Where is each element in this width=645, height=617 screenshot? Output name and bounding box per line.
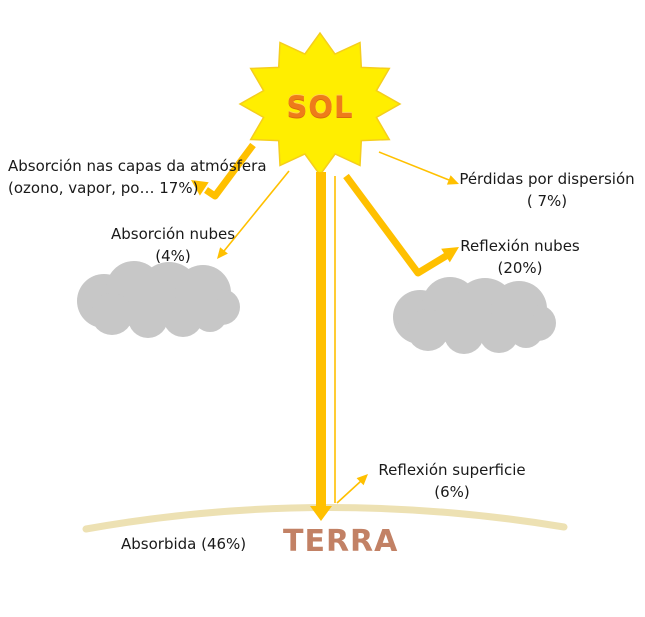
surface-reflection-label: Reflexión superficie (6%) (367, 459, 537, 503)
cloud-reflection-arrowhead (441, 247, 459, 263)
surface-reflection-line1: Reflexión superficie (378, 461, 526, 479)
atmosphere-absorption-line1: Absorción nas capas da atmósfera (8, 157, 267, 175)
atmosphere-absorption-line2: (ozono, vapor, po… 17%) (8, 179, 199, 197)
dispersion-arrowhead (446, 175, 459, 185)
cloud-reflection-arrow (343, 173, 448, 277)
cloud-absorption-arrow (223, 170, 290, 252)
surface-reflection-line2: (6%) (434, 483, 470, 501)
cloud-absorption-line2: (4%) (155, 247, 191, 265)
cloud-reflection-label: Reflexión nubes (20%) (440, 235, 600, 279)
cloud-reflection-line1: Reflexión nubes (460, 237, 580, 255)
right-cloud-icon (393, 277, 556, 354)
dispersion-line2: ( 7%) (526, 192, 568, 210)
cloud-absorption-arrowhead (217, 247, 228, 259)
dispersion-line1: Pérdidas por dispersión (459, 170, 635, 188)
surface-reflection-arrowhead (356, 474, 368, 486)
dispersion-label: Pérdidas por dispersión ( 7%) (457, 168, 637, 212)
atmosphere-absorption-label: Absorción nas capas da atmósfera (ozono,… (8, 155, 267, 199)
atmosphere-absorption-arrowhead (191, 180, 209, 196)
sun-label: SOL (286, 90, 354, 124)
earth-label: TERRA (283, 524, 399, 559)
cloud-reflection-line2: (20%) (497, 259, 543, 277)
absorbed-label: Absorbida (46%) (121, 535, 247, 553)
surface-reflection-arrow (336, 480, 362, 504)
dispersion-arrow (378, 151, 450, 181)
cloud-absorption-label: Absorción nubes (4%) (93, 223, 253, 267)
atmosphere-absorption-arrow (204, 142, 256, 200)
left-cloud-icon (77, 261, 240, 338)
cloud-absorption-line1: Absorción nubes (110, 225, 236, 243)
solar-beam-arrowhead (310, 506, 332, 521)
